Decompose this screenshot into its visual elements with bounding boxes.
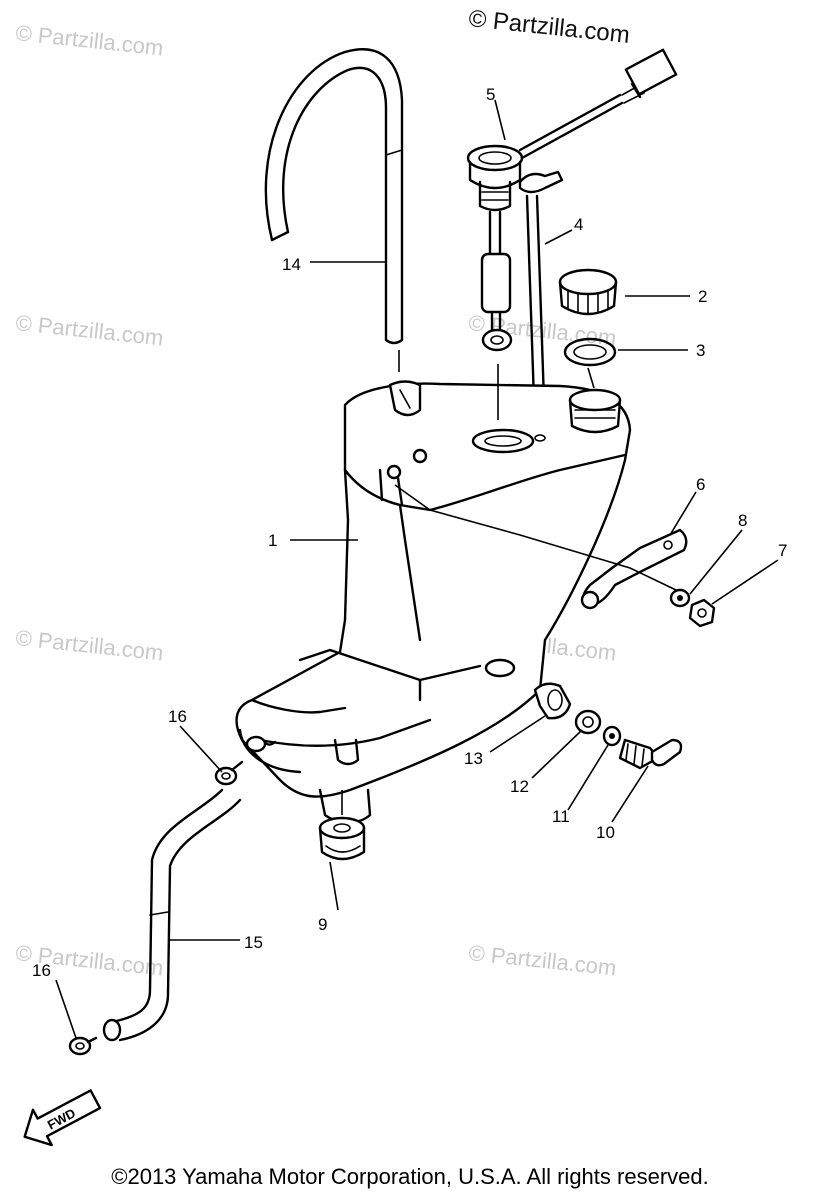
- copyright-notice: ©2013 Yamaha Motor Corporation, U.S.A. A…: [111, 1164, 709, 1189]
- callout-1: 1: [268, 531, 277, 550]
- callout-12: 12: [510, 777, 529, 796]
- watermark-top: © Partzilla.com: [467, 5, 631, 49]
- callout-15: 15: [244, 933, 263, 952]
- part-10-drain-cock: [618, 738, 683, 770]
- watermark: © Partzilla.com: [14, 625, 164, 665]
- part-12-washer: [574, 709, 602, 735]
- watermark: © Partzilla.com: [14, 310, 164, 350]
- callout-11: 11: [552, 807, 570, 826]
- callout-4: 4: [574, 215, 583, 234]
- callout-8: 8: [738, 511, 747, 530]
- part-1-fuel-tank: [235, 380, 632, 824]
- callout-3: 3: [696, 341, 705, 360]
- callout-10: 10: [596, 823, 615, 842]
- part-3-gasket: [563, 337, 617, 367]
- part-16-hose-clip-upper: [214, 735, 267, 786]
- part-2-fuel-cap: [558, 268, 618, 316]
- part-9-grommet: [318, 816, 366, 861]
- callout-labels: 1 2 3 4 5 6 7 8 9 10 11 12 13 14 15 16 1…: [32, 85, 787, 980]
- part-6-bracket: [394, 484, 688, 610]
- callout-13: 13: [464, 749, 483, 768]
- fwd-arrow-icon: FWD: [23, 1089, 102, 1147]
- callout-9: 9: [318, 915, 327, 934]
- part-7-nut: [688, 598, 716, 628]
- part-15-fuel-hose-lower: [102, 788, 242, 1042]
- callout-5: 5: [486, 85, 495, 104]
- part-16-hose-clip-lower: [68, 1036, 98, 1056]
- callout-16-lower: 16: [32, 961, 51, 980]
- part-5-fuel-gauge: [466, 48, 678, 352]
- callout-16-upper: 16: [168, 707, 187, 726]
- callout-6: 6: [696, 475, 705, 494]
- part-14-fuel-hose-upper: [264, 48, 404, 345]
- part-13-grommet: [533, 682, 572, 720]
- part-8-washer: [669, 588, 691, 608]
- watermark: © Partzilla.com: [14, 20, 164, 60]
- callout-14: 14: [282, 255, 301, 274]
- callout-7: 7: [778, 541, 787, 560]
- callout-2: 2: [698, 287, 707, 306]
- part-11-seal: [602, 725, 622, 747]
- watermark: © Partzilla.com: [467, 940, 617, 980]
- leader-lines: [55, 99, 779, 1039]
